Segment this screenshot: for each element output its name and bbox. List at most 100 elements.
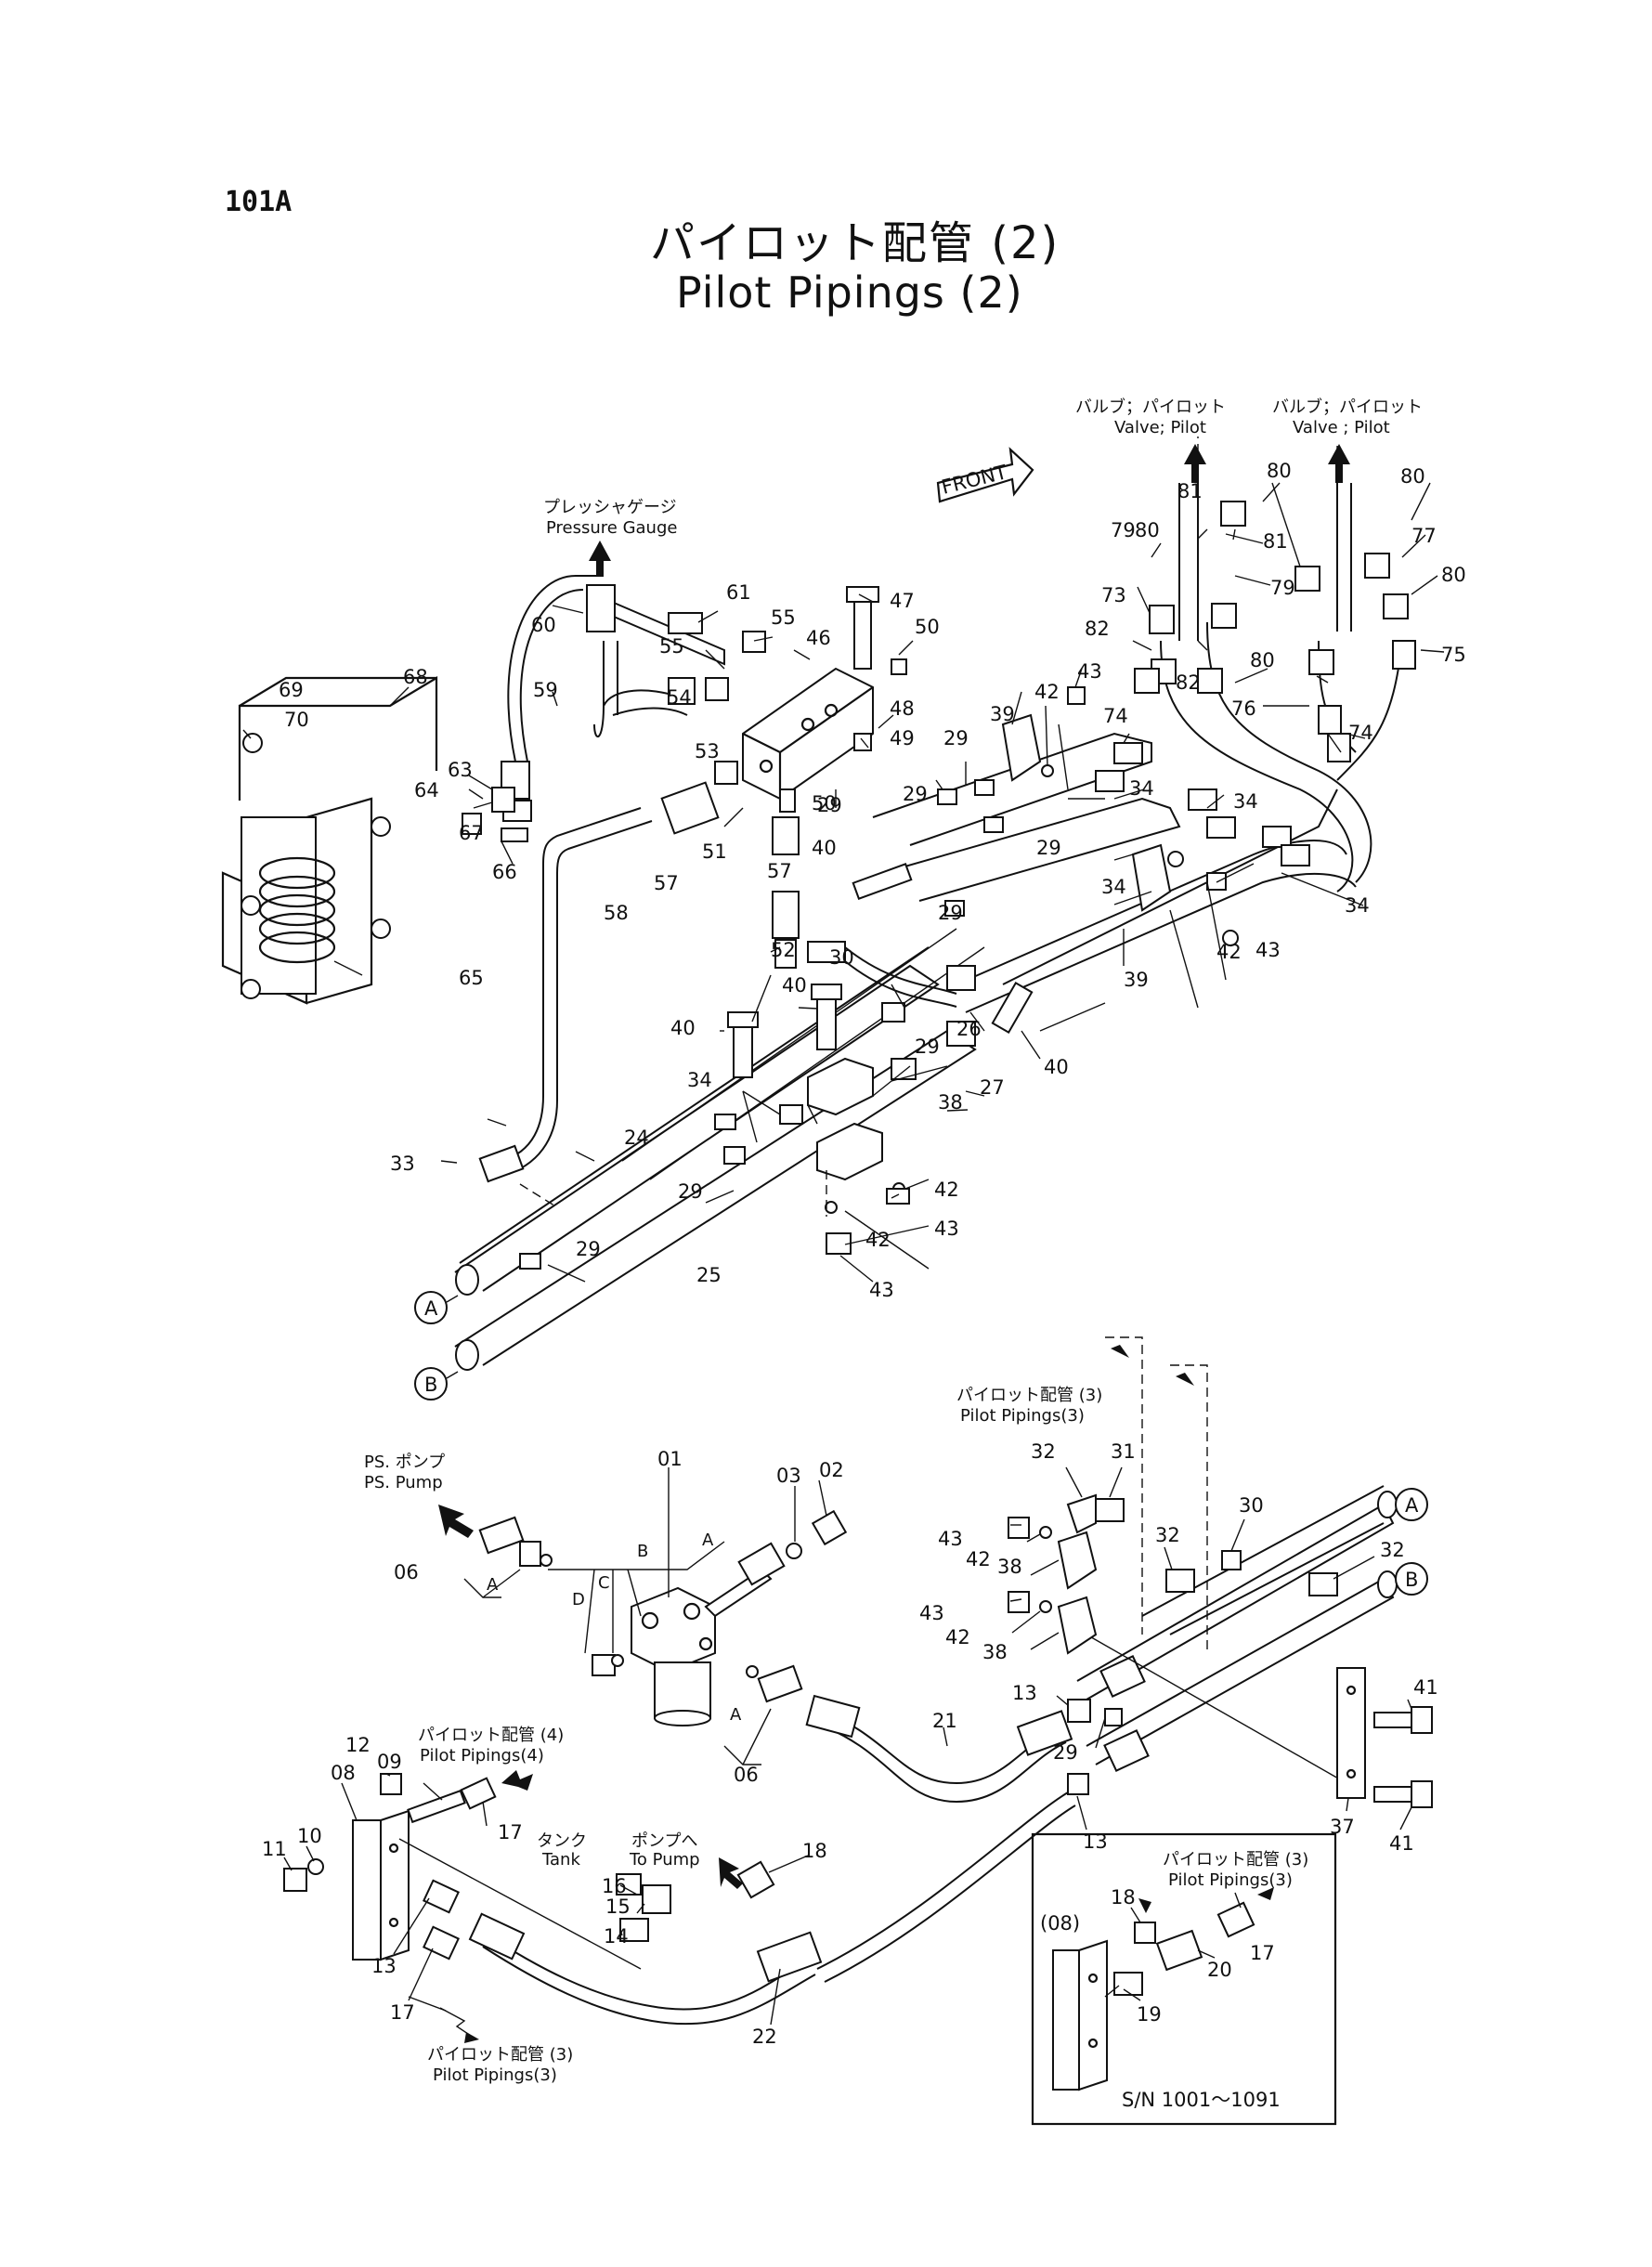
label-29f: 29 bbox=[943, 727, 969, 749]
label-08: 08 bbox=[331, 1762, 356, 1784]
label-27: 27 bbox=[980, 1076, 1005, 1099]
label-32c: 32 bbox=[1380, 1539, 1405, 1561]
label-01: 01 bbox=[657, 1448, 683, 1470]
port-letters: A A B C D A bbox=[487, 1531, 742, 1725]
pipe-58 bbox=[478, 807, 653, 1183]
label-38a: 38 bbox=[938, 1091, 963, 1114]
label-50b: 50 bbox=[812, 792, 837, 814]
label-42d: 42 bbox=[1216, 941, 1242, 963]
label-55: 55 bbox=[771, 606, 796, 629]
label-13b: 13 bbox=[1083, 1831, 1108, 1853]
port-a-1: A bbox=[487, 1575, 499, 1595]
tank-jp: タンク bbox=[537, 1831, 587, 1851]
label-47: 47 bbox=[890, 590, 915, 612]
pipes-right-bottom bbox=[1067, 1485, 1398, 1795]
label-15: 15 bbox=[605, 1896, 631, 1918]
clamps-and-bolts-top bbox=[727, 713, 1172, 1181]
ref-circle-b bbox=[414, 1367, 448, 1401]
inset-ref-08: (08) bbox=[1040, 1912, 1080, 1935]
label-29h: 29 bbox=[1036, 837, 1061, 859]
up-arrow-icon bbox=[589, 541, 611, 576]
label-38b: 38 bbox=[997, 1556, 1022, 1578]
pilot3-callout-b: パイロット配管 (3) Pilot Pipings(3) bbox=[408, 1996, 573, 2085]
label-58: 58 bbox=[604, 902, 629, 924]
pilot3-jp-b: パイロット配管 (3) bbox=[427, 2045, 573, 2065]
label-40c: 40 bbox=[1044, 1056, 1069, 1078]
label-80b: 80 bbox=[1267, 460, 1292, 482]
label-34b: 34 bbox=[1129, 777, 1154, 800]
label-29e: 29 bbox=[903, 783, 928, 805]
label-74a: 74 bbox=[1103, 705, 1128, 727]
valve-pilot-en-2: Valve ; Pilot bbox=[1293, 418, 1390, 437]
label-65: 65 bbox=[459, 967, 484, 989]
label-63: 63 bbox=[448, 759, 473, 781]
title-japanese: パイロット配管 (2) bbox=[650, 217, 1060, 269]
pressure-gauge-en: Pressure Gauge bbox=[546, 518, 677, 538]
label-12: 12 bbox=[345, 1734, 371, 1756]
label-17b: 17 bbox=[390, 2001, 415, 2024]
clamps-38-bottom bbox=[1008, 1517, 1098, 1655]
bracket-08 bbox=[283, 1773, 497, 1961]
label-02: 02 bbox=[819, 1459, 844, 1481]
hose-26-27 bbox=[723, 965, 976, 1165]
label-34e: 34 bbox=[1345, 894, 1370, 917]
pressure-gauge-callout: プレッシャゲージ Pressure Gauge bbox=[543, 498, 677, 576]
valve-pilot-en-1: Valve; Pilot bbox=[1114, 418, 1206, 437]
fittings-30-32 bbox=[1066, 1493, 1338, 1596]
ref-circle-b-bottom bbox=[1395, 1562, 1428, 1596]
tank-pump-fittings: タンク Tank ポンプへ To Pump bbox=[537, 1831, 775, 1942]
manifold-pipes bbox=[872, 483, 1403, 1013]
label-42f: 42 bbox=[945, 1626, 970, 1648]
port-a-2: A bbox=[702, 1531, 714, 1550]
ref-circle-a-bottom bbox=[1395, 1488, 1428, 1521]
label-14: 14 bbox=[604, 1925, 629, 1948]
label-34d: 34 bbox=[1233, 790, 1258, 813]
label-51: 51 bbox=[702, 840, 727, 863]
label-06b: 06 bbox=[734, 1764, 759, 1786]
label-25: 25 bbox=[696, 1264, 722, 1286]
pilot3-en-b: Pilot Pipings(3) bbox=[433, 2065, 557, 2085]
pilot3-jp-c: パイロット配管 (3) bbox=[1163, 1850, 1308, 1870]
label-43b: 43 bbox=[869, 1279, 894, 1301]
assembly-lines-top bbox=[519, 436, 1338, 1217]
ps-pump-jp: PS. ポンプ bbox=[364, 1453, 445, 1472]
label-77: 77 bbox=[1411, 525, 1437, 547]
label-29i: 29 bbox=[1053, 1741, 1078, 1764]
filter-01 bbox=[548, 1467, 725, 1726]
label-29a: 29 bbox=[915, 1036, 940, 1058]
label-17a: 17 bbox=[498, 1821, 523, 1844]
part-labels-bottom: 01 02 03 06 06 32 31 32 30 32 43 42 38 4… bbox=[262, 1440, 1438, 2048]
bolt-assembly-02-03 bbox=[704, 1509, 848, 1618]
pilot3-en-c: Pilot Pipings(3) bbox=[1168, 1870, 1293, 1890]
label-57: 57 bbox=[654, 872, 679, 894]
valve-pilot-jp-2: バルブ；パイロット bbox=[1272, 397, 1423, 417]
label-20: 20 bbox=[1207, 1959, 1232, 1981]
label-29d: 29 bbox=[817, 794, 842, 816]
label-59: 59 bbox=[533, 679, 558, 701]
label-30b: 30 bbox=[1239, 1494, 1264, 1517]
label-03: 03 bbox=[776, 1465, 801, 1487]
label-29g: 29 bbox=[938, 902, 963, 924]
label-42a: 42 bbox=[934, 1179, 959, 1201]
label-42b: 42 bbox=[865, 1229, 891, 1251]
label-67: 67 bbox=[459, 822, 484, 844]
label-43f: 43 bbox=[919, 1602, 944, 1624]
label-46: 46 bbox=[806, 627, 831, 649]
label-18b: 18 bbox=[1111, 1886, 1136, 1909]
ref-circle-a bbox=[414, 1291, 448, 1324]
front-label: FRONT bbox=[939, 461, 1009, 499]
accumulator-assembly bbox=[221, 676, 438, 1005]
valve-block-46 bbox=[742, 586, 879, 801]
label-18a: 18 bbox=[802, 1840, 827, 1862]
ref-circles-top: A B bbox=[414, 1291, 459, 1401]
port-b: B bbox=[637, 1542, 648, 1561]
label-41a: 41 bbox=[1413, 1676, 1438, 1699]
tank-en: Tank bbox=[541, 1850, 580, 1870]
label-74b: 74 bbox=[1348, 722, 1373, 744]
label-41b: 41 bbox=[1389, 1832, 1414, 1855]
label-38c: 38 bbox=[982, 1641, 1008, 1663]
label-34a: 34 bbox=[687, 1069, 712, 1091]
label-49: 49 bbox=[890, 727, 915, 749]
label-81a: 81 bbox=[1177, 480, 1203, 502]
label-29c: 29 bbox=[576, 1238, 601, 1260]
